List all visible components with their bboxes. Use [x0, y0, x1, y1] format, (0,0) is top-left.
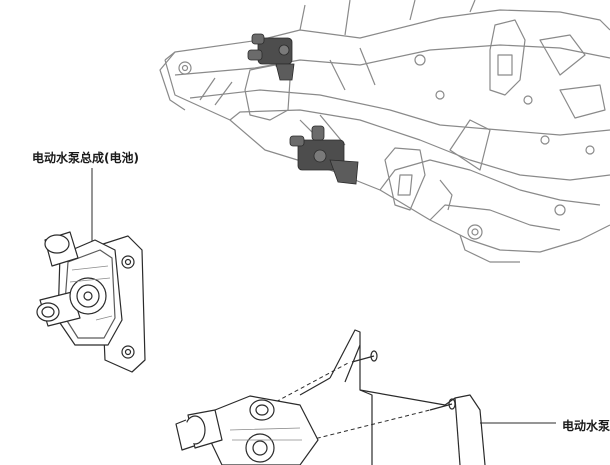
label-pump-assembly-right: 电动水泵 — [562, 419, 610, 433]
pump-on-subframe-lower — [289, 125, 359, 185]
pump-on-subframe-upper — [247, 33, 295, 81]
label-pump-assembly-battery: 电动水泵总成(电池) — [32, 151, 139, 165]
